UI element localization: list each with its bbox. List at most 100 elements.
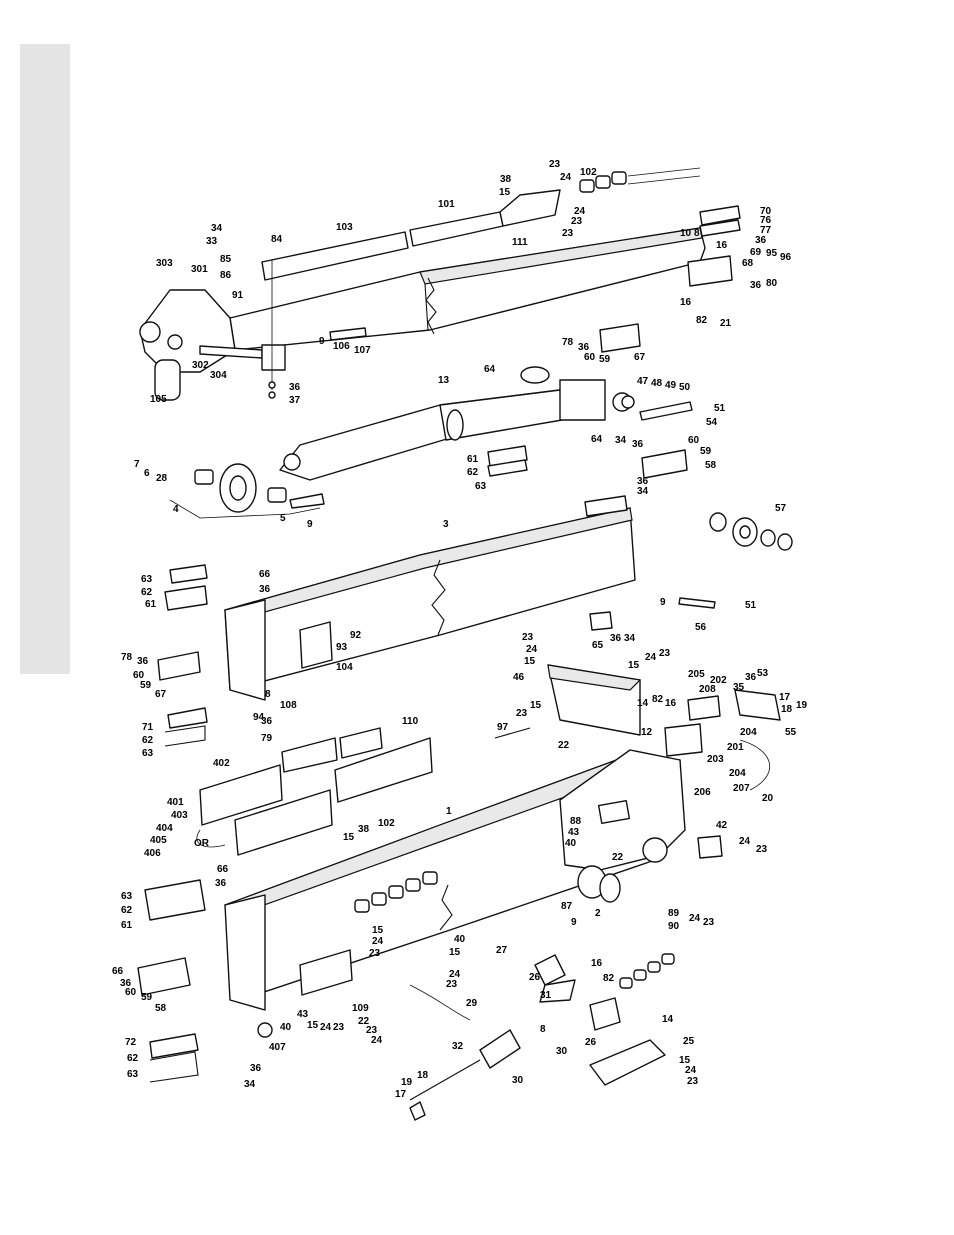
callout: 32 bbox=[452, 1041, 464, 1052]
bracket-assembly bbox=[494, 664, 781, 791]
callout: 58 bbox=[705, 460, 717, 471]
callout: 68 bbox=[742, 258, 754, 269]
callout: 46 bbox=[513, 672, 525, 683]
callout: 105 bbox=[150, 394, 167, 405]
callout: 62 bbox=[127, 1053, 139, 1064]
callout: 40 bbox=[454, 934, 466, 945]
callout: 102 bbox=[378, 818, 395, 829]
callout: 36 bbox=[137, 656, 149, 667]
callout: 23 bbox=[369, 948, 381, 959]
callout: 302 bbox=[192, 360, 209, 371]
callout: 13 bbox=[438, 375, 450, 386]
callout: 31 bbox=[540, 990, 552, 1001]
callout: 402 bbox=[213, 758, 230, 769]
callout: 36 bbox=[637, 476, 649, 487]
callout: 61 bbox=[121, 920, 133, 931]
callout: 106 bbox=[333, 341, 350, 352]
callout: 23 bbox=[703, 917, 715, 928]
callout: 36 bbox=[610, 633, 622, 644]
callout: 2 bbox=[595, 908, 601, 919]
callout: 48 bbox=[651, 378, 663, 389]
callout: 9 bbox=[319, 336, 325, 347]
callout: 24 bbox=[371, 1035, 383, 1046]
callout: 63 bbox=[475, 481, 487, 492]
base-boom-section bbox=[137, 749, 723, 1083]
callout: 10 bbox=[680, 228, 692, 239]
callout: 304 bbox=[210, 370, 227, 381]
callout: 19 bbox=[796, 700, 808, 711]
callout: 203 bbox=[707, 754, 724, 765]
callout: 17 bbox=[779, 692, 791, 703]
callout: 20 bbox=[762, 793, 774, 804]
callout: 15 bbox=[449, 947, 461, 958]
callout: 9 bbox=[307, 519, 313, 530]
callout: 23 bbox=[659, 648, 671, 659]
callout: 23 bbox=[562, 228, 574, 239]
callout: 15 bbox=[343, 832, 355, 843]
callout: 5 bbox=[280, 513, 286, 524]
callout: 23 bbox=[333, 1022, 345, 1033]
callout: 36 bbox=[261, 716, 273, 727]
hydraulic-cylinder-assembly bbox=[169, 366, 693, 519]
callout: 36 bbox=[250, 1063, 262, 1074]
callout: 80 bbox=[766, 278, 778, 289]
callout: 12 bbox=[641, 727, 653, 738]
callout: 34 bbox=[624, 633, 636, 644]
callout-labels: 23 38 24 102 15 24 23 70 76 77 101 103 3… bbox=[112, 159, 808, 1100]
callout: 64 bbox=[591, 434, 603, 445]
callout: 8 bbox=[694, 228, 700, 239]
callout: 36 bbox=[755, 235, 767, 246]
callout: 208 bbox=[699, 684, 716, 695]
callout: 4 bbox=[173, 504, 179, 515]
callout: 15 bbox=[679, 1055, 691, 1066]
callout: 93 bbox=[336, 642, 348, 653]
callout: 36 bbox=[745, 672, 757, 683]
callout: 94 bbox=[253, 712, 265, 723]
callout: 79 bbox=[261, 733, 273, 744]
callout: 15 bbox=[307, 1020, 319, 1031]
callout: 405 bbox=[150, 835, 167, 846]
callout: 24 bbox=[372, 936, 384, 947]
callout: 107 bbox=[354, 345, 371, 356]
callout: 14 bbox=[662, 1014, 674, 1025]
callout: 204 bbox=[740, 727, 757, 738]
callout: 108 bbox=[280, 700, 297, 711]
callout: 97 bbox=[497, 722, 509, 733]
callout: 6 bbox=[144, 468, 150, 479]
callout: 36 bbox=[120, 978, 132, 989]
callout: 63 bbox=[127, 1069, 139, 1080]
callout: 36 bbox=[578, 342, 590, 353]
callout: 37 bbox=[289, 395, 301, 406]
callout: 82 bbox=[652, 694, 664, 705]
callout: 92 bbox=[350, 630, 362, 641]
callout: 34 bbox=[637, 486, 649, 497]
callout: 86 bbox=[220, 270, 232, 281]
callout: 102 bbox=[580, 167, 597, 178]
callout: 91 bbox=[232, 290, 244, 301]
callout: 23 bbox=[756, 844, 768, 855]
callout: 15 bbox=[530, 700, 542, 711]
callout: 206 bbox=[694, 787, 711, 798]
telescopic-inner-section bbox=[196, 727, 433, 856]
callout: 24 bbox=[449, 969, 461, 980]
callout: 62 bbox=[142, 735, 154, 746]
callout: 7 bbox=[134, 459, 140, 470]
callout: 24 bbox=[574, 206, 586, 217]
callout: 77 bbox=[760, 225, 772, 236]
callout: 18 bbox=[417, 1070, 429, 1081]
callout: 23 bbox=[571, 216, 583, 227]
callout: 110 bbox=[402, 716, 419, 727]
callout: 404 bbox=[156, 823, 173, 834]
callout: 66 bbox=[217, 864, 229, 875]
callout: 85 bbox=[220, 254, 232, 265]
callout: 33 bbox=[206, 236, 218, 247]
callout: 9 bbox=[660, 597, 666, 608]
callout: 67 bbox=[155, 689, 167, 700]
callout: 64 bbox=[484, 364, 496, 375]
callout: 26 bbox=[529, 972, 541, 983]
callout: 63 bbox=[142, 748, 154, 759]
callout: 23 bbox=[522, 632, 534, 643]
callout: 36 bbox=[259, 584, 271, 595]
callout: 54 bbox=[706, 417, 718, 428]
